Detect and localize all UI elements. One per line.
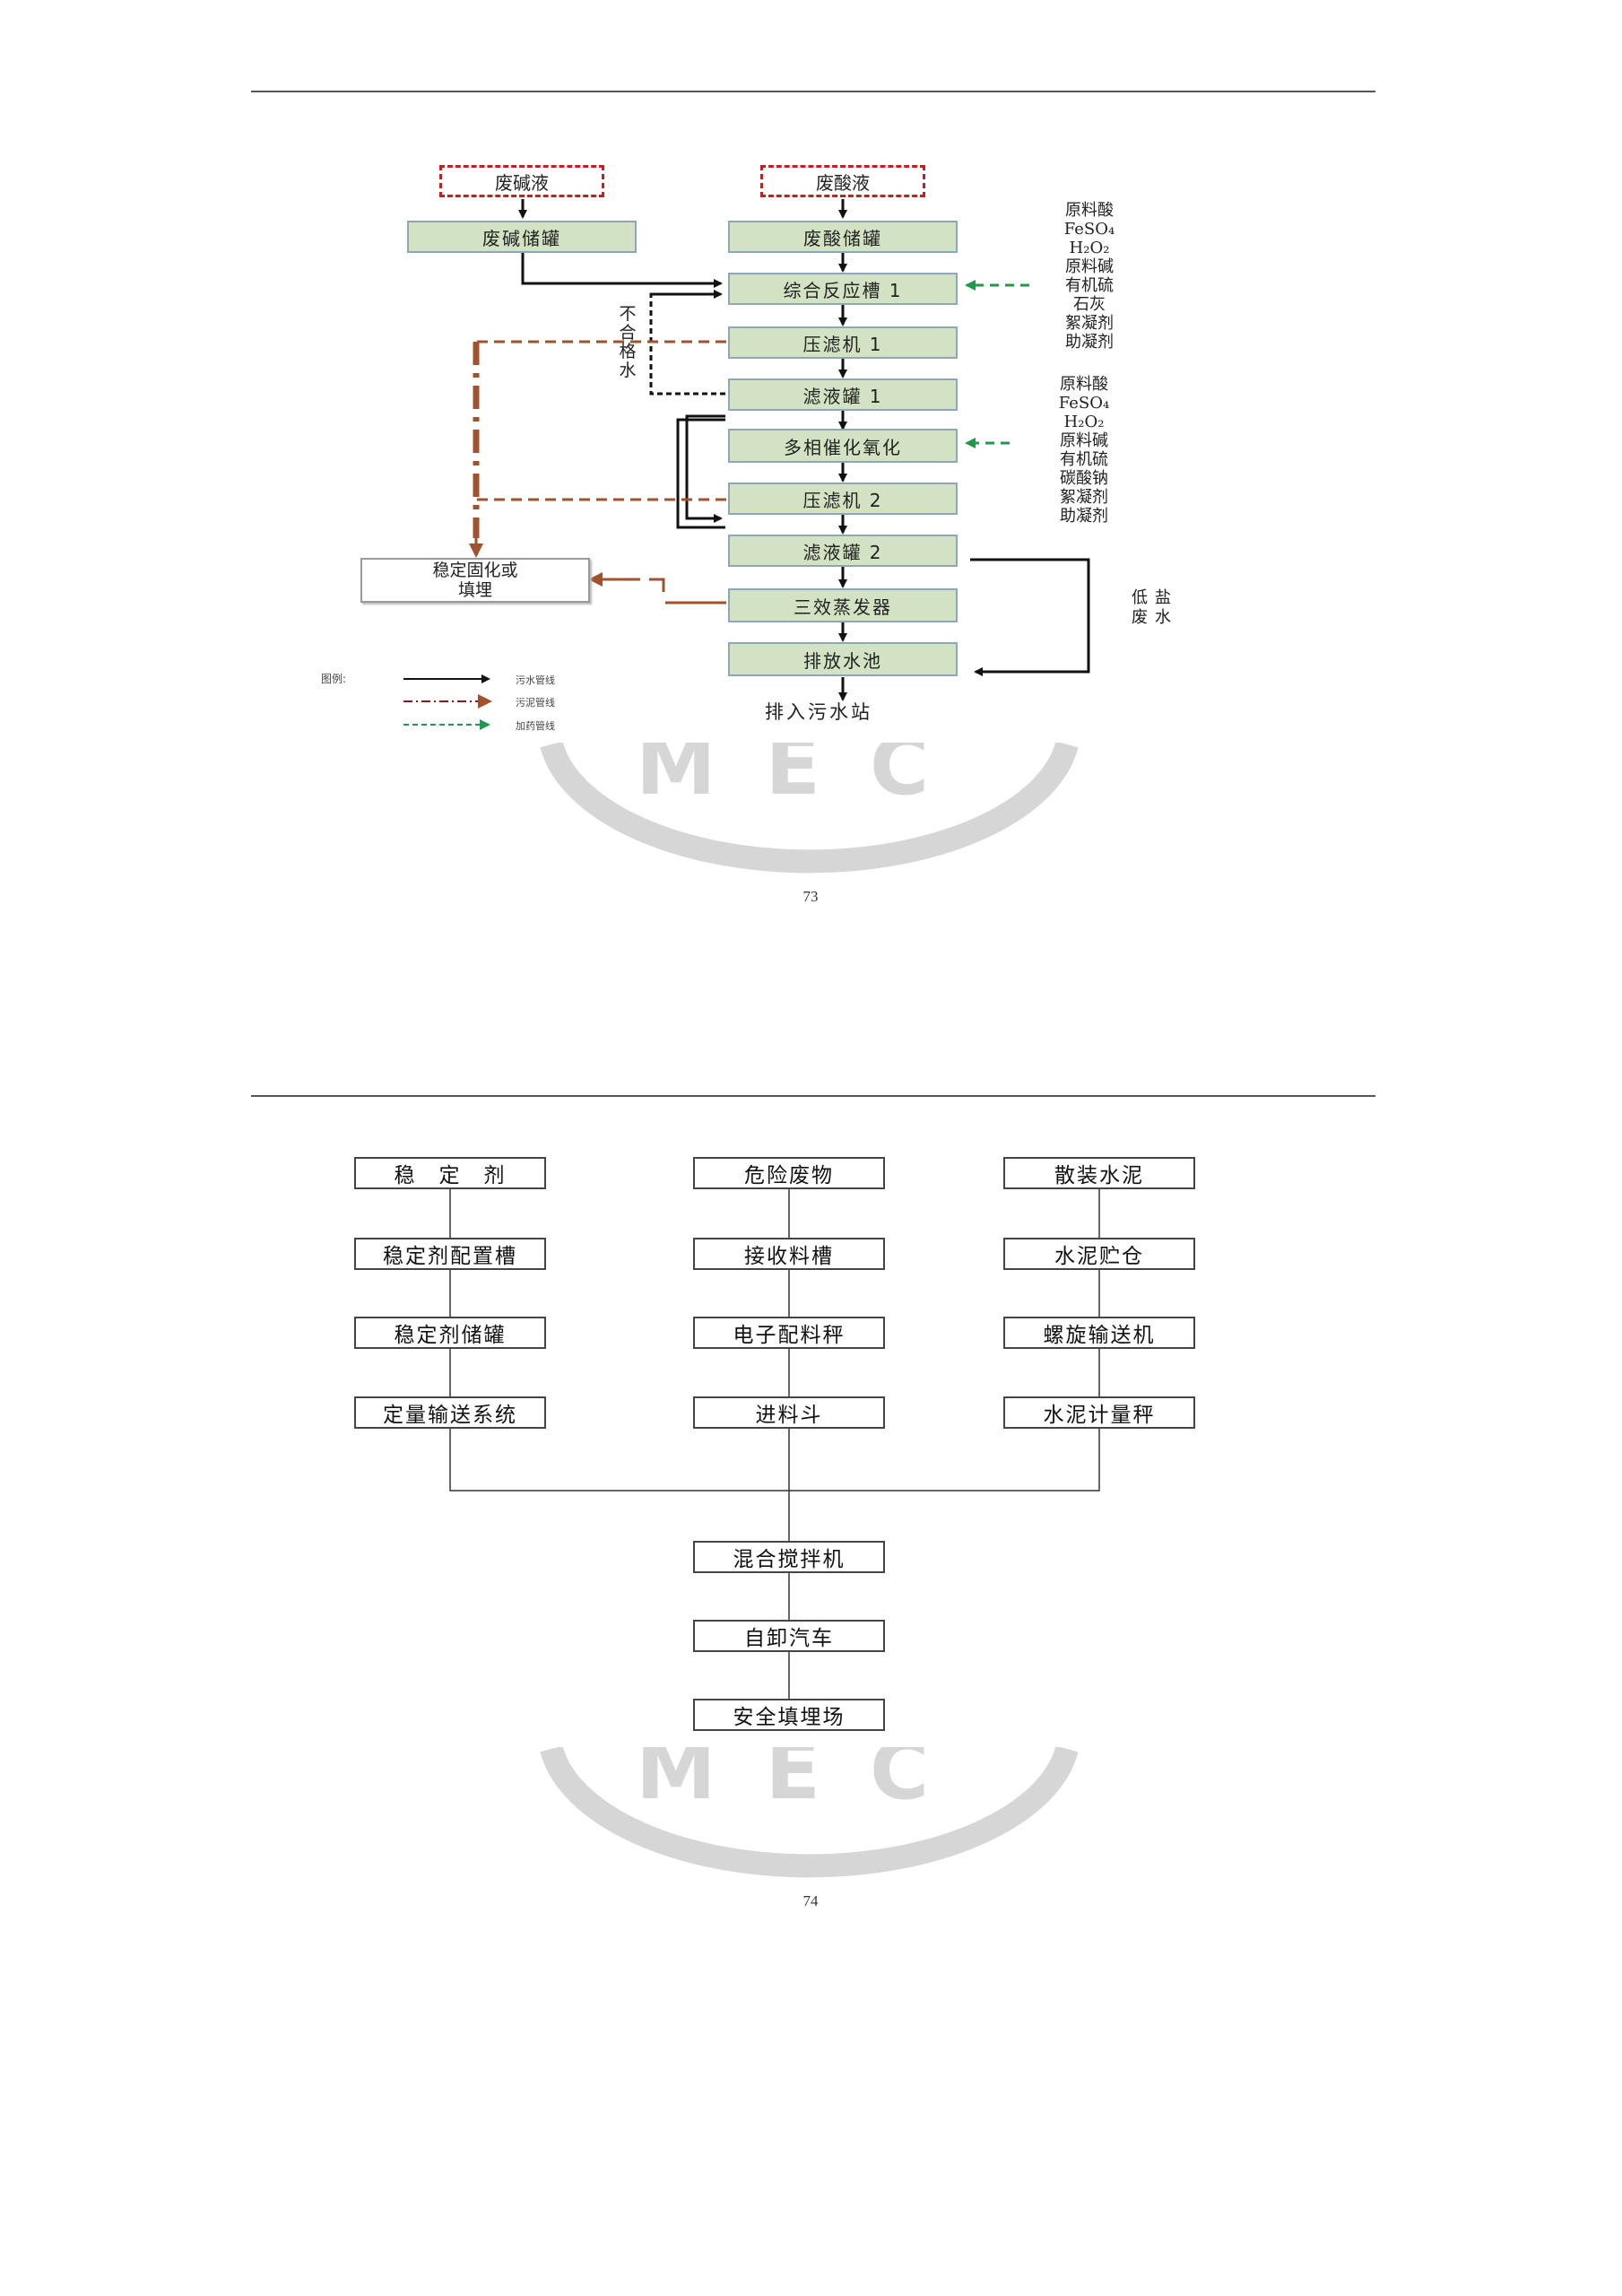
page-number-74: 74 [802,1892,819,1909]
cement-silo: 水泥贮仓 [1003,1238,1195,1270]
process-flow-lines [403,199,1090,730]
filter-press-2: 压滤机 2 [728,483,958,515]
triple-effect-evaporator: 三效蒸发器 [728,588,958,622]
alkali-storage-tank: 废碱储罐 [407,221,637,253]
to-sewage-plant-label: 排入污水站 [765,701,872,723]
chem2-item: 有机硫 [1060,450,1108,469]
chemicals-list-2: 原料酸 FeSO₄ H₂O₂ 原料碱 有机硫 碳酸钠 絮凝剂 助凝剂 [1026,375,1142,526]
hazardous-waste: 危险废物 [693,1157,885,1189]
chem1-item: 絮凝剂 [1065,314,1114,333]
metering-conveying-system: 定量输送系统 [354,1396,546,1429]
waste-alkali-source: 废碱液 [439,165,604,197]
unqualified-char-2: 合 [619,323,637,343]
chem1-item: 石灰 [1073,295,1106,314]
unqualified-char-1: 不 [619,304,637,324]
chem2-item: 原料酸 [1060,375,1108,394]
low-salt-char-3: 废 [1132,608,1155,627]
unqualified-char-3: 格 [619,342,637,361]
legend-title: 图例: [321,673,347,685]
cement-weighing-scale: 水泥计量秤 [1003,1396,1195,1429]
filtrate-tank-1: 滤液罐 1 [728,378,958,411]
chem2-item: 碳酸钠 [1060,469,1108,488]
mixer: 混合搅拌机 [693,1541,885,1573]
stabilization-line-2: 填埋 [457,580,492,600]
chem1-item: H₂O₂ [1069,239,1110,257]
waste-acid-source: 废酸液 [760,165,925,197]
unqualified-water-label: 不 合 格 水 [617,305,638,380]
stabilization-landfill: 稳定固化或 填埋 [360,558,590,603]
catalytic-oxidation: 多相催化氧化 [728,429,958,463]
legend-sludge: 污泥管线 [516,697,555,709]
reaction-tank-1: 综合反应槽 1 [728,273,958,305]
low-salt-char-1: 低 [1132,588,1155,607]
page1-header-rule [251,91,1375,92]
stabilizer-storage-tank: 稳定剂储罐 [354,1317,546,1349]
page2-header-rule [251,1095,1375,1097]
legend-sewage: 污水管线 [516,674,555,686]
discharge-pool: 排放水池 [728,642,958,676]
screw-conveyor: 螺旋输送机 [1003,1317,1195,1349]
stabilization-line-1: 稳定固化或 [432,561,518,580]
chem2-item: 絮凝剂 [1060,488,1108,507]
chem2-item: 助凝剂 [1060,507,1108,526]
chem2-item: H₂O₂ [1063,413,1105,431]
bulk-cement: 散装水泥 [1003,1157,1195,1189]
low-salt-char-4: 水 [1155,608,1178,627]
chem1-item: 原料碱 [1065,257,1114,276]
chem2-item: FeSO₄ [1058,394,1110,413]
legend-dosing: 加药管线 [516,720,555,732]
chem1-item: 原料酸 [1065,201,1114,220]
dump-truck: 自卸汽车 [693,1620,885,1652]
chem1-item: 助凝剂 [1065,333,1114,352]
electronic-batching-scale: 电子配料秤 [693,1317,885,1349]
page-number-73: 73 [802,888,819,905]
low-salt-water-label: 低盐 废水 [1132,588,1185,628]
receiving-trough: 接收料槽 [693,1238,885,1270]
stabilizer: 稳 定 剂 [354,1157,546,1189]
stabilizer-prep-tank: 稳定剂配置槽 [354,1238,546,1270]
acid-storage-tank: 废酸储罐 [728,221,958,253]
chem2-item: 原料碱 [1060,431,1108,450]
low-salt-char-2: 盐 [1155,588,1178,607]
chem1-item: FeSO₄ [1063,220,1115,239]
unqualified-char-4: 水 [619,361,637,380]
secure-landfill: 安全填埋场 [693,1699,885,1731]
filter-press-1: 压滤机 1 [728,326,958,359]
feed-hopper: 进料斗 [693,1396,885,1429]
chemicals-list-1: 原料酸 FeSO₄ H₂O₂ 原料碱 有机硫 石灰 絮凝剂 助凝剂 [1031,201,1148,352]
filtrate-tank-2: 滤液罐 2 [728,535,958,567]
chem1-item: 有机硫 [1065,276,1114,295]
